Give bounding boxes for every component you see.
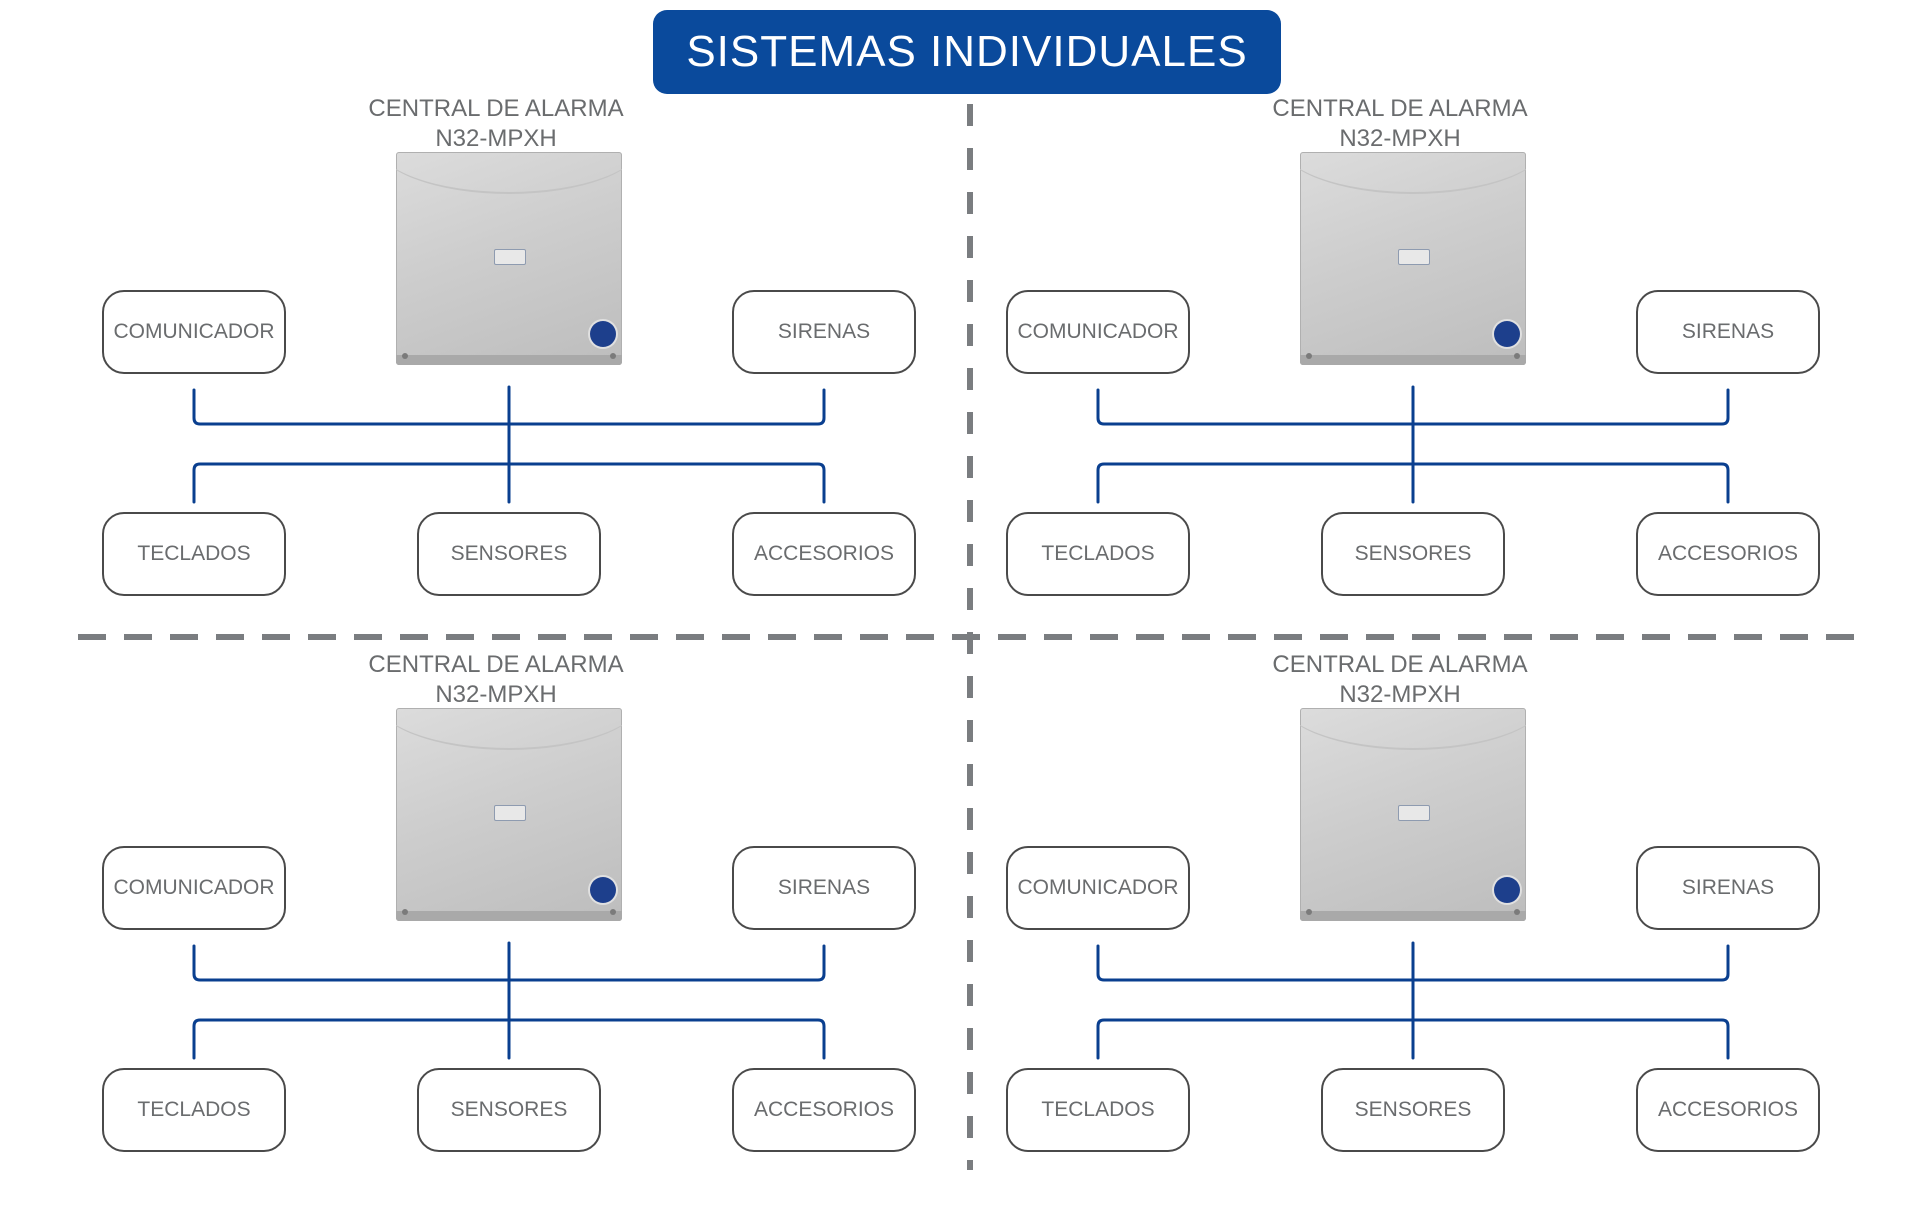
node-accesorios: ACCESORIOS bbox=[732, 512, 916, 596]
node-accesorios: ACCESORIOS bbox=[732, 1068, 916, 1152]
node-sensores: SENSORES bbox=[1321, 512, 1505, 596]
panel-base bbox=[396, 911, 622, 921]
node-comunicador: COMUNICADOR bbox=[1006, 290, 1190, 374]
node-sirenas: SIRENAS bbox=[732, 290, 916, 374]
panel-screw bbox=[1306, 353, 1312, 359]
panel-base bbox=[396, 355, 622, 365]
system-model: N32-MPXH bbox=[1339, 125, 1461, 152]
panel-logo bbox=[1398, 249, 1430, 265]
panel-arc bbox=[1300, 152, 1526, 194]
node-comunicador: COMUNICADOR bbox=[1006, 846, 1190, 930]
wire-group bbox=[192, 385, 826, 504]
node-sensores: SENSORES bbox=[417, 512, 601, 596]
panel-base bbox=[1300, 911, 1526, 921]
panel-badge-icon bbox=[1494, 321, 1520, 347]
panel-badge-icon bbox=[1494, 877, 1520, 903]
system-model: N32-MPXH bbox=[435, 681, 557, 708]
panel-screw bbox=[1514, 353, 1520, 359]
panel-base bbox=[1300, 355, 1526, 365]
node-teclados: TECLADOS bbox=[1006, 512, 1190, 596]
wire-connections bbox=[192, 385, 826, 504]
node-comunicador: COMUNICADOR bbox=[102, 290, 286, 374]
alarm-panel-image bbox=[1300, 152, 1526, 365]
system-label: CENTRAL DE ALARMA bbox=[368, 95, 624, 122]
wire-connections bbox=[1096, 941, 1730, 1060]
system-bottom-right: CENTRAL DE ALARMA N32-MPXH COMUNICADOR S… bbox=[990, 650, 1890, 1190]
panel-screw bbox=[610, 353, 616, 359]
wire-group bbox=[1096, 385, 1730, 504]
system-top-left: CENTRAL DE ALARMA N32-MPXH COMUNICADOR S… bbox=[86, 94, 986, 634]
page-title: SISTEMAS INDIVIDUALES bbox=[686, 27, 1248, 76]
panel-logo bbox=[494, 249, 526, 265]
panel-badge-icon bbox=[590, 877, 616, 903]
panel-arc bbox=[1300, 708, 1526, 750]
node-sirenas: SIRENAS bbox=[1636, 290, 1820, 374]
wire-group bbox=[1096, 941, 1730, 1060]
wire-group bbox=[192, 941, 826, 1060]
wire-connections bbox=[192, 941, 826, 1060]
alarm-panel-image bbox=[396, 708, 622, 921]
node-teclados: TECLADOS bbox=[102, 1068, 286, 1152]
panel-badge-icon bbox=[590, 321, 616, 347]
panel-screw bbox=[1306, 909, 1312, 915]
alarm-panel-image bbox=[1300, 708, 1526, 921]
node-sirenas: SIRENAS bbox=[732, 846, 916, 930]
node-accesorios: ACCESORIOS bbox=[1636, 512, 1820, 596]
system-label: CENTRAL DE ALARMA bbox=[368, 651, 624, 678]
system-model: N32-MPXH bbox=[435, 125, 557, 152]
system-model: N32-MPXH bbox=[1339, 681, 1461, 708]
system-label: CENTRAL DE ALARMA bbox=[1272, 95, 1528, 122]
node-accesorios: ACCESORIOS bbox=[1636, 1068, 1820, 1152]
node-teclados: TECLADOS bbox=[1006, 1068, 1190, 1152]
node-sirenas: SIRENAS bbox=[1636, 846, 1820, 930]
panel-logo bbox=[494, 805, 526, 821]
wire-connections bbox=[1096, 385, 1730, 504]
panel-screw bbox=[402, 909, 408, 915]
panel-arc bbox=[396, 708, 622, 750]
system-bottom-left: CENTRAL DE ALARMA N32-MPXH COMUNICADOR S… bbox=[86, 650, 986, 1190]
system-top-right: CENTRAL DE ALARMA N32-MPXH COMUNICADOR S… bbox=[990, 94, 1890, 634]
panel-logo bbox=[1398, 805, 1430, 821]
panel-screw bbox=[402, 353, 408, 359]
panel-screw bbox=[1514, 909, 1520, 915]
panel-screw bbox=[610, 909, 616, 915]
node-comunicador: COMUNICADOR bbox=[102, 846, 286, 930]
horizontal-divider bbox=[78, 634, 1862, 640]
panel-arc bbox=[396, 152, 622, 194]
system-label: CENTRAL DE ALARMA bbox=[1272, 651, 1528, 678]
alarm-panel-image bbox=[396, 152, 622, 365]
node-sensores: SENSORES bbox=[1321, 1068, 1505, 1152]
title-banner: SISTEMAS INDIVIDUALES bbox=[653, 10, 1281, 94]
node-sensores: SENSORES bbox=[417, 1068, 601, 1152]
node-teclados: TECLADOS bbox=[102, 512, 286, 596]
